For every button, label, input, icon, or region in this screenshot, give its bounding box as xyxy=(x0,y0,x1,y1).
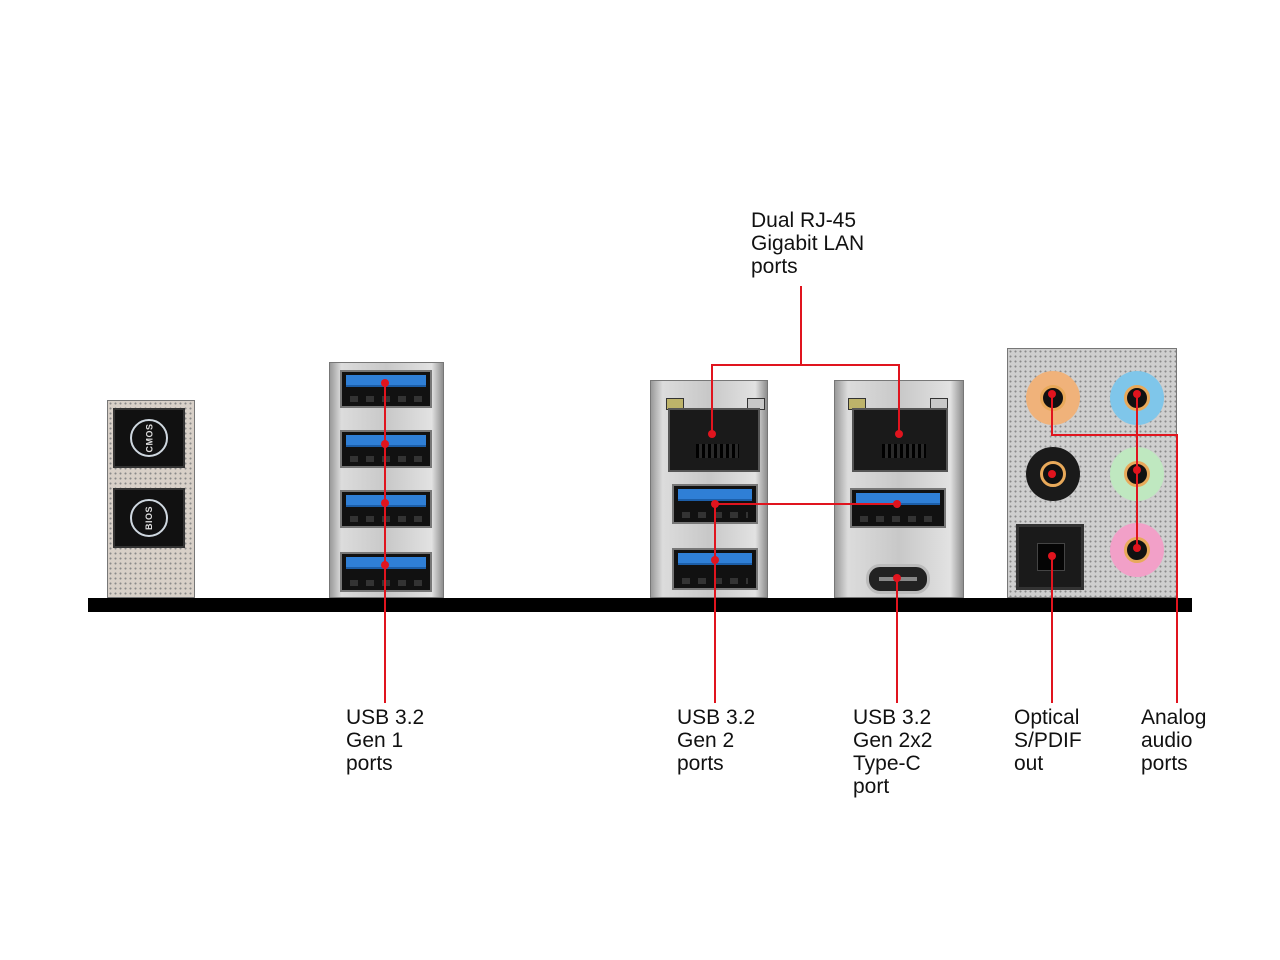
clear-cmos-icon: CMOS xyxy=(130,419,168,457)
callout-line-analog xyxy=(1051,434,1178,436)
callout-dot xyxy=(708,430,716,438)
clear-cmos-button: CMOS xyxy=(113,408,185,468)
callout-dot xyxy=(381,440,389,448)
rj45-port xyxy=(668,408,760,472)
callout-dot xyxy=(1133,544,1141,552)
label-optical-spdif: Optical S/PDIF out xyxy=(1014,706,1082,775)
callout-dot xyxy=(1048,470,1056,478)
optical-spdif-port xyxy=(1016,524,1084,590)
callout-dot xyxy=(381,561,389,569)
usb-a-port xyxy=(340,430,432,468)
callout-dot xyxy=(711,500,719,508)
callout-line-optical xyxy=(1051,556,1053,703)
label-usb-gen1-ports: USB 3.2 Gen 1 ports xyxy=(346,706,425,775)
callout-line-lan xyxy=(711,364,900,366)
io-shield-base-bar xyxy=(88,598,1192,612)
callout-line-usb-gen2 xyxy=(714,503,716,703)
callout-dot xyxy=(1048,552,1056,560)
callout-line-analog xyxy=(1176,434,1178,703)
rj45-port xyxy=(852,408,948,472)
callout-line-lan xyxy=(711,364,713,434)
label-analog-audio: Analog audio ports xyxy=(1141,706,1207,775)
callout-line-analog xyxy=(1051,394,1053,434)
callout-dot xyxy=(711,556,719,564)
audio-jack-orange xyxy=(1026,371,1080,425)
callout-dot xyxy=(1133,466,1141,474)
callout-line-lan xyxy=(898,364,900,434)
label-usb-gen2-ports: USB 3.2 Gen 2 ports xyxy=(677,706,756,775)
callout-line-lan xyxy=(800,286,802,364)
callout-line-usb-gen2 xyxy=(715,503,899,505)
callout-dot xyxy=(381,499,389,507)
bios-flashback-button: BIOS xyxy=(113,488,185,548)
label-lan-ports: Dual RJ-45 Gigabit LAN ports xyxy=(751,209,865,278)
callout-line-usb-gen1 xyxy=(384,383,386,703)
callout-line-type-c xyxy=(896,578,898,703)
usb-a-port xyxy=(340,552,432,592)
callout-dot xyxy=(1133,390,1141,398)
callout-dot xyxy=(893,500,901,508)
bios-flashback-icon: BIOS xyxy=(130,499,168,537)
usb-a-port xyxy=(850,488,946,528)
callout-dot xyxy=(895,430,903,438)
callout-dot xyxy=(893,574,901,582)
callout-dot xyxy=(1048,390,1056,398)
usb-a-port xyxy=(340,490,432,528)
usb-a-port xyxy=(340,370,432,408)
callout-dot xyxy=(381,379,389,387)
label-usb-type-c-port: USB 3.2 Gen 2x2 Type-C port xyxy=(853,706,933,798)
